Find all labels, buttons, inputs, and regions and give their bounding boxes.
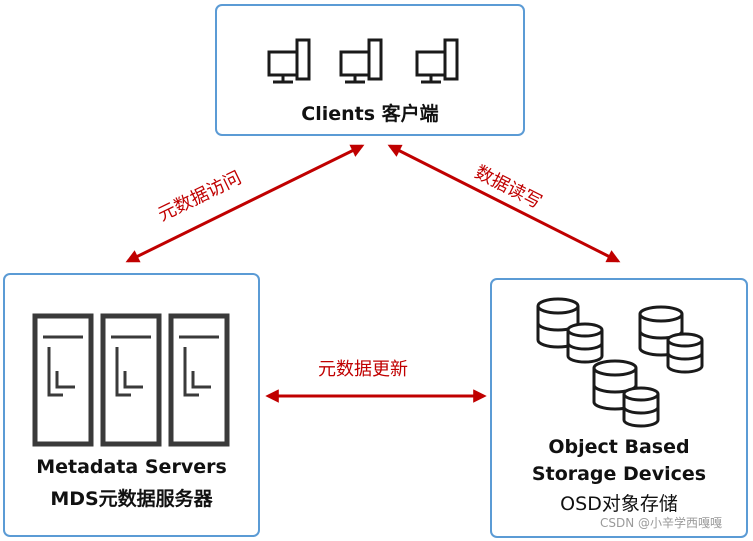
server-icon — [100, 313, 162, 447]
arrow-clients-osd — [387, 144, 621, 263]
server-icon — [168, 313, 230, 447]
database-icon — [566, 322, 604, 364]
server-icon — [32, 313, 94, 447]
object-storage-node: Object Based Storage Devices OSD对象存储 — [490, 278, 748, 538]
osd-label-line1: Object Based — [548, 436, 690, 458]
mds-label-line1: Metadata Servers — [36, 456, 227, 478]
mds-label-line2: MDS元数据服务器 — [50, 488, 213, 510]
edge-label-metadata-update: 元数据更新 — [318, 359, 408, 380]
computer-icon — [415, 38, 459, 84]
clients-label: Clients 客户端 — [301, 103, 439, 125]
computer-icon — [339, 38, 383, 84]
arrow-clients-mds — [125, 144, 365, 263]
database-icon — [666, 332, 704, 374]
osd-label-line3: OSD对象存储 — [560, 493, 678, 515]
metadata-servers-node: Metadata Servers MDS元数据服务器 — [3, 273, 260, 537]
osd-label-line2: Storage Devices — [531, 463, 707, 485]
watermark: CSDN @小辛学西嘎嘎 — [600, 516, 723, 530]
server-icons — [32, 313, 230, 447]
database-icon — [622, 386, 660, 428]
storage-icons — [536, 297, 704, 428]
computer-icon — [267, 38, 311, 84]
clients-node: Clients 客户端 — [215, 4, 525, 136]
computer-icons — [267, 38, 459, 84]
